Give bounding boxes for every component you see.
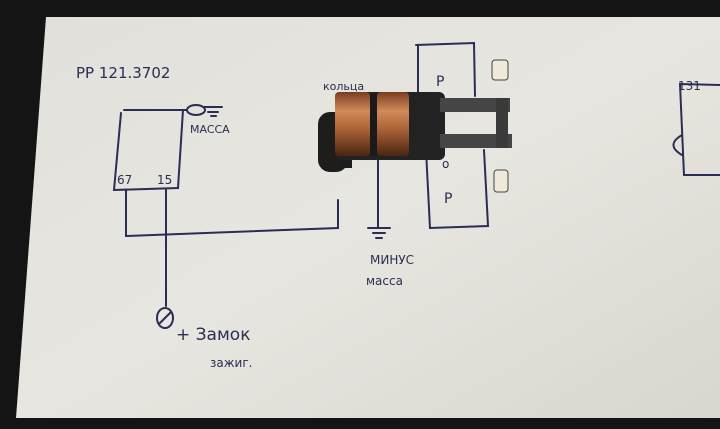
terminal-15-label: 15 [157, 173, 172, 187]
ignition-terminal [156, 307, 174, 329]
regulator-box [112, 109, 184, 192]
center-label: o [442, 157, 449, 171]
rings-label: кольца [323, 80, 364, 93]
slip-ring-photo [318, 59, 512, 193]
ignition-label: зажиг. [210, 356, 252, 370]
right-label: 131 [678, 79, 701, 93]
brush-holder-outline [415, 41, 490, 230]
minus-ground [367, 159, 391, 239]
paper-sheet [16, 17, 720, 418]
ground-symbol [202, 106, 223, 117]
massa-label: MACCA [190, 123, 230, 136]
wire-67 [125, 189, 339, 238]
massa-terminal [186, 104, 206, 116]
right-component [672, 82, 720, 176]
minus-mass-label: масса [366, 274, 403, 288]
terminal-67-label: 67 [117, 173, 132, 187]
brush-bottom-label: P [444, 191, 452, 207]
plus-lock-label: + Замок [176, 325, 250, 345]
brush-top-label: P [436, 74, 444, 90]
minus-label: МИНУС [370, 253, 414, 267]
regulator-label: PP 121.3702 [76, 64, 170, 82]
bottom-frame [0, 418, 720, 429]
ink-lines [112, 41, 720, 329]
